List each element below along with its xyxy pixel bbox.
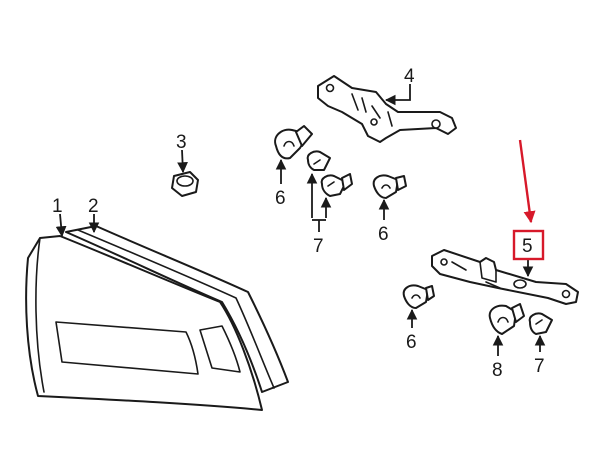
nut bbox=[171, 171, 199, 197]
callout-5: 5 bbox=[522, 236, 533, 257]
callout-6-lower: 6 bbox=[406, 332, 417, 353]
callout-6-upper-left: 6 bbox=[275, 188, 286, 209]
callout-2: 2 bbox=[88, 196, 99, 217]
callout-7-lower: 7 bbox=[534, 356, 545, 377]
bulb-7-upper-left bbox=[306, 150, 331, 171]
highlight-arrow bbox=[518, 139, 536, 224]
socket-plate-upper bbox=[317, 75, 457, 143]
callout-8: 8 bbox=[492, 360, 503, 381]
callout-6-upper-right: 6 bbox=[378, 224, 389, 245]
callout-3: 3 bbox=[176, 132, 187, 153]
tail-lamp-assembly bbox=[25, 235, 263, 411]
bulb-8 bbox=[488, 303, 525, 335]
leader-3 bbox=[177, 149, 188, 174]
leader-4 bbox=[384, 84, 411, 106]
callout-1: 1 bbox=[52, 196, 63, 217]
leader-1 bbox=[55, 213, 67, 238]
bulb-7-upper-right bbox=[320, 173, 353, 197]
bulb-6-upper-left bbox=[274, 125, 313, 160]
tail-lamp-gasket bbox=[65, 225, 289, 393]
bulb-6-lower bbox=[402, 284, 435, 309]
leader-lines bbox=[55, 84, 546, 356]
callout-7-upper: 7 bbox=[313, 236, 324, 257]
callout-4: 4 bbox=[404, 66, 415, 87]
bulb-6-upper-right bbox=[372, 174, 407, 199]
highlight-box bbox=[512, 229, 545, 261]
bulb-7-lower bbox=[528, 312, 553, 335]
socket-plate-lower bbox=[431, 249, 579, 305]
